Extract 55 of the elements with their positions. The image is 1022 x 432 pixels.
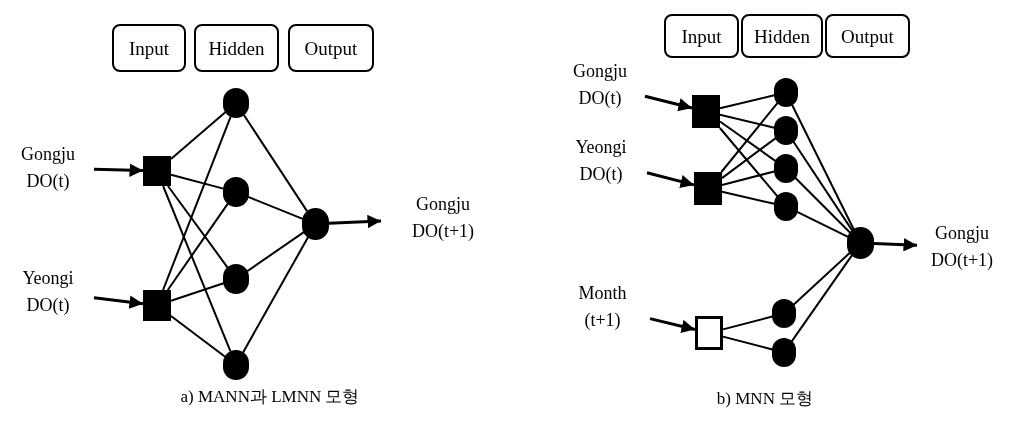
variable-label: Yeongi DO(t) [2, 266, 94, 318]
connection-line [792, 140, 854, 232]
layer-label-box: Input [664, 14, 739, 58]
arrow [328, 214, 382, 229]
connection-line [721, 170, 776, 186]
layer-label-box: Hidden [741, 14, 823, 58]
connection-line [720, 101, 779, 173]
variable-label: Gongju DO(t) [555, 62, 645, 108]
arrow [644, 94, 693, 112]
connection-line [166, 202, 229, 291]
connection-line [721, 137, 777, 180]
connection-line [170, 110, 227, 160]
connection-line [162, 185, 232, 353]
layer-label-box: Output [288, 24, 374, 72]
connection-line [721, 190, 776, 205]
connection-line [246, 231, 305, 273]
arrow [93, 295, 144, 309]
arrow [646, 171, 695, 189]
connection-line [170, 173, 225, 190]
connection-line [722, 335, 774, 351]
connection-line [790, 254, 853, 343]
panel-caption: a) MANN과 LMNN 모형 [179, 386, 361, 408]
panel-caption: b) MNN 모형 [715, 388, 815, 410]
variable-label: Gongju DO(t+1) [917, 222, 1007, 272]
connection-line [796, 210, 849, 238]
connection-line [791, 103, 855, 231]
variable-label: Gongju DO(t) [2, 146, 94, 190]
connection-line [722, 315, 774, 331]
connection-line [247, 195, 304, 220]
connection-line [792, 251, 851, 306]
input-square [143, 156, 171, 186]
connection-line [242, 113, 309, 213]
connection-line [162, 115, 232, 291]
connection-line [242, 236, 309, 354]
arrow [649, 317, 696, 333]
connection-line [170, 282, 225, 302]
connection-line [719, 113, 776, 129]
input-square [692, 95, 720, 128]
arrow [93, 163, 144, 177]
layer-label-box: Input [112, 24, 186, 72]
input-square [143, 290, 171, 321]
connection-line [718, 127, 779, 198]
connection-line [170, 315, 227, 358]
connection-line [719, 120, 777, 163]
variable-label: Yeongi DO(t) [555, 138, 647, 184]
input-square-hollow [695, 316, 723, 350]
input-square [694, 172, 722, 205]
arrow [873, 237, 918, 252]
variable-label: Month (t+1) [555, 282, 650, 332]
layer-label-box: Hidden [194, 24, 279, 72]
connection-line [166, 185, 229, 269]
connection-line [719, 94, 776, 110]
layer-label-box: Output [825, 14, 910, 58]
connection-line [794, 176, 852, 234]
variable-label: Gongju DO(t+1) [381, 190, 505, 246]
